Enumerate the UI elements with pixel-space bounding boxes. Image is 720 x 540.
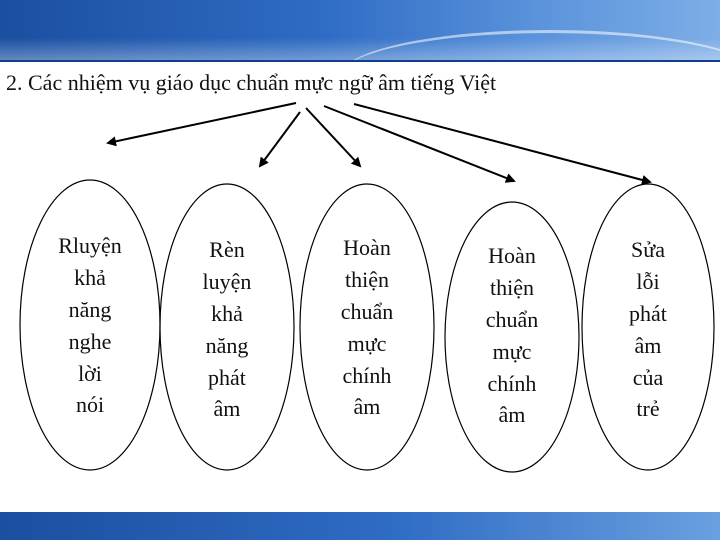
node-4-line-4: mực: [492, 338, 532, 364]
node-4-line-3: chuẩn: [485, 306, 539, 332]
node-2-text: Rèn luyện khả năng phát âm: [177, 234, 277, 425]
node-3-line-2: thiện: [345, 266, 389, 292]
node-5-text: Sửa lỗi phát âm của trẻ: [598, 234, 698, 425]
node-2-line-3: khả: [211, 300, 243, 326]
node-1-line-4: nghe: [68, 328, 112, 354]
node-3-line-3: chuẩn: [340, 298, 394, 324]
node-4-line-1: Hoàn: [488, 243, 536, 268]
node-ellipse-2: [159, 183, 295, 471]
node-2-line-1: Rèn: [209, 237, 245, 262]
node-4-line-5: chính: [487, 370, 537, 396]
node-5-line-5: của: [632, 364, 664, 390]
node-ellipse-5: [581, 183, 715, 471]
node-2-line-6: âm: [213, 396, 241, 422]
arrow-1: [106, 102, 297, 147]
node-4-line-6: âm: [498, 402, 526, 428]
node-5-line-4: âm: [634, 332, 662, 358]
arrow-4: [323, 105, 516, 183]
footer-banner: [0, 512, 720, 540]
slide-title: 2. Các nhiệm vụ giáo dục chuẩn mực ngữ â…: [6, 70, 497, 95]
node-3-line-5: chính: [342, 362, 392, 388]
node-1-line-1: Rluyện: [58, 233, 122, 258]
node-2-line-2: luyện: [202, 268, 252, 294]
node-ellipse-3: [299, 183, 435, 471]
node-2-line-5: phát: [208, 364, 246, 390]
header-banner: [0, 0, 720, 62]
node-5-line-6: trẻ: [636, 396, 660, 422]
node-1-line-3: năng: [68, 296, 112, 322]
node-4-line-2: thiện: [490, 274, 534, 300]
node-1-line-6: nói: [75, 392, 105, 418]
node-1-line-2: khả: [74, 264, 106, 290]
header-divider: [0, 60, 720, 62]
node-3-line-4: mực: [347, 330, 387, 356]
node-4-text: Hoàn thiện chuẩn mực chính âm: [462, 240, 562, 431]
arrow-2: [258, 111, 301, 168]
node-ellipse-4: [444, 201, 580, 473]
arrow-5: [353, 103, 652, 185]
arrow-3: [305, 107, 362, 168]
node-5-line-1: Sửa: [631, 237, 665, 262]
header-curve: [340, 30, 720, 62]
node-3-line-1: Hoàn: [343, 235, 391, 260]
node-2-line-4: năng: [205, 332, 249, 358]
node-5-line-3: phát: [629, 300, 667, 326]
node-1-line-5: lời: [78, 360, 102, 386]
node-5-line-2: lỗi: [636, 268, 660, 294]
node-3-text: Hoàn thiện chuẩn mực chính âm: [317, 232, 417, 423]
node-1-text: Rluyện khả năng nghe lời nói: [40, 230, 140, 421]
node-3-line-6: âm: [353, 394, 381, 420]
